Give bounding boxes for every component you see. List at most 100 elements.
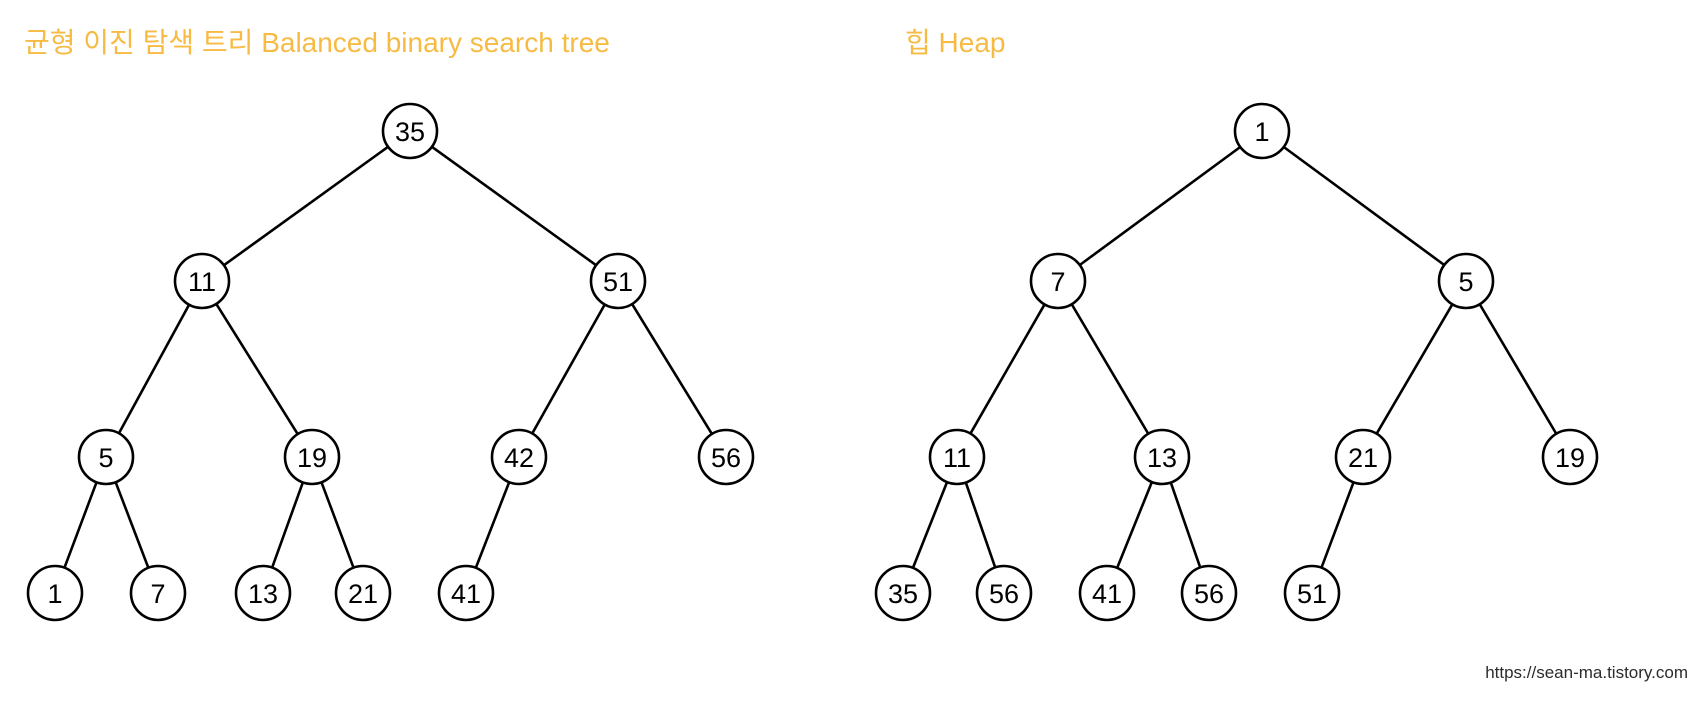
tree-node: 19 bbox=[283, 428, 341, 486]
tree-edge bbox=[222, 145, 390, 267]
tree-edge bbox=[1078, 145, 1242, 267]
tree-node: 56 bbox=[697, 428, 755, 486]
bst-diagram-title: 균형 이진 탐색 트리 Balanced binary search tree bbox=[24, 27, 610, 58]
tree-node-circle bbox=[1029, 252, 1087, 310]
tree-node-circle bbox=[1233, 102, 1291, 160]
tree-node-label: 21 bbox=[1348, 443, 1378, 473]
tree-edges bbox=[911, 145, 1558, 570]
tree-node: 5 bbox=[1437, 252, 1495, 310]
tree-edge bbox=[1115, 480, 1154, 570]
tree-node-label: 56 bbox=[989, 579, 1019, 609]
tree-node-label: 1 bbox=[1254, 117, 1269, 147]
tree-node-circle bbox=[928, 428, 986, 486]
tree-node-circle bbox=[437, 564, 495, 622]
tree-edge bbox=[114, 480, 150, 570]
tree-node: 21 bbox=[334, 564, 392, 622]
tree-node: 5 bbox=[77, 428, 135, 486]
tree-node: 42 bbox=[490, 428, 548, 486]
tree-node-circle bbox=[975, 564, 1033, 622]
tree-node: 13 bbox=[1133, 428, 1191, 486]
tree-edge bbox=[964, 481, 997, 569]
tree-node-label: 21 bbox=[348, 579, 378, 609]
tree-edge bbox=[320, 480, 355, 570]
tree-edge bbox=[270, 481, 305, 569]
tree-node: 41 bbox=[1078, 564, 1136, 622]
heap-diagram-title: 힙 Heap bbox=[905, 27, 1006, 58]
tree-node-circle bbox=[589, 252, 647, 310]
tree-node-label: 13 bbox=[1147, 443, 1177, 473]
tree-node: 51 bbox=[1283, 564, 1341, 622]
tree-node: 21 bbox=[1334, 428, 1392, 486]
tree-node-circle bbox=[1180, 564, 1238, 622]
tree-node-circle bbox=[874, 564, 932, 622]
tree-node: 13 bbox=[234, 564, 292, 622]
tree-node-label: 35 bbox=[888, 579, 918, 609]
tree-node-label: 7 bbox=[150, 579, 165, 609]
tree-node-circle bbox=[173, 252, 231, 310]
tree-edge bbox=[1375, 303, 1454, 435]
tree-node-circle bbox=[381, 102, 439, 160]
tree-node: 11 bbox=[173, 252, 231, 310]
tree-node-label: 1 bbox=[47, 579, 62, 609]
tree-node-circle bbox=[1078, 564, 1136, 622]
tree-node-label: 51 bbox=[603, 267, 633, 297]
tree-edge bbox=[63, 480, 98, 570]
tree-node-label: 19 bbox=[297, 443, 327, 473]
tree-node-circle bbox=[697, 428, 755, 486]
tree-node-circle bbox=[77, 428, 135, 486]
tree-node-circle bbox=[1334, 428, 1392, 486]
tree-node: 1 bbox=[26, 564, 84, 622]
tree-balanced-bst: 35 11 51 5 19 42 56 1 7 13 21 41 bbox=[26, 102, 755, 622]
tree-node-label: 11 bbox=[943, 443, 971, 473]
tree-node-circle bbox=[334, 564, 392, 622]
tree-edge bbox=[1320, 480, 1355, 570]
tree-node-label: 41 bbox=[1092, 579, 1122, 609]
tree-node-label: 41 bbox=[451, 579, 481, 609]
tree-node: 51 bbox=[589, 252, 647, 310]
tree-edge bbox=[969, 303, 1046, 435]
tree-edge bbox=[215, 302, 299, 436]
tree-node-circle bbox=[1437, 252, 1495, 310]
tree-node: 7 bbox=[129, 564, 187, 622]
tree-node: 35 bbox=[874, 564, 932, 622]
tree-node: 41 bbox=[437, 564, 495, 622]
tree-node-circle bbox=[234, 564, 292, 622]
tree-node-circle bbox=[129, 564, 187, 622]
tree-edge bbox=[911, 480, 949, 570]
tree-edge bbox=[1282, 145, 1446, 267]
tree-node-label: 7 bbox=[1050, 267, 1065, 297]
tree-node-label: 19 bbox=[1555, 443, 1585, 473]
tree-node-circle bbox=[1283, 564, 1341, 622]
tree-node-circle bbox=[1133, 428, 1191, 486]
tree-node-circle bbox=[26, 564, 84, 622]
tree-edge bbox=[1070, 302, 1150, 436]
tree-edge bbox=[630, 302, 714, 436]
tree-node-label: 56 bbox=[1194, 579, 1224, 609]
tree-node-circle bbox=[283, 428, 341, 486]
tree-edge bbox=[474, 480, 511, 570]
tree-node-label: 11 bbox=[188, 267, 216, 297]
tree-node-circle bbox=[1541, 428, 1599, 486]
tree-node: 56 bbox=[975, 564, 1033, 622]
tree-node-label: 5 bbox=[1458, 267, 1473, 297]
tree-edge bbox=[1169, 481, 1202, 569]
tree-node-label: 5 bbox=[98, 443, 113, 473]
tree-node: 7 bbox=[1029, 252, 1087, 310]
tree-node-label: 35 bbox=[395, 117, 425, 147]
tree-edges bbox=[63, 145, 714, 570]
tree-heap: 1 7 5 11 13 21 19 35 56 41 56 51 bbox=[874, 102, 1599, 622]
tree-node: 19 bbox=[1541, 428, 1599, 486]
tree-node-label: 42 bbox=[504, 443, 534, 473]
tree-node-label: 56 bbox=[711, 443, 741, 473]
tree-node-label: 51 bbox=[1297, 579, 1327, 609]
tree-node: 11 bbox=[928, 428, 986, 486]
tree-edge bbox=[117, 303, 191, 435]
tree-edge bbox=[430, 145, 598, 267]
tree-node-circle bbox=[490, 428, 548, 486]
tree-node: 1 bbox=[1233, 102, 1291, 160]
tree-node: 56 bbox=[1180, 564, 1238, 622]
source-watermark: https://sean-ma.tistory.com bbox=[1485, 663, 1688, 682]
tree-node: 35 bbox=[381, 102, 439, 160]
tree-edge bbox=[530, 303, 607, 435]
